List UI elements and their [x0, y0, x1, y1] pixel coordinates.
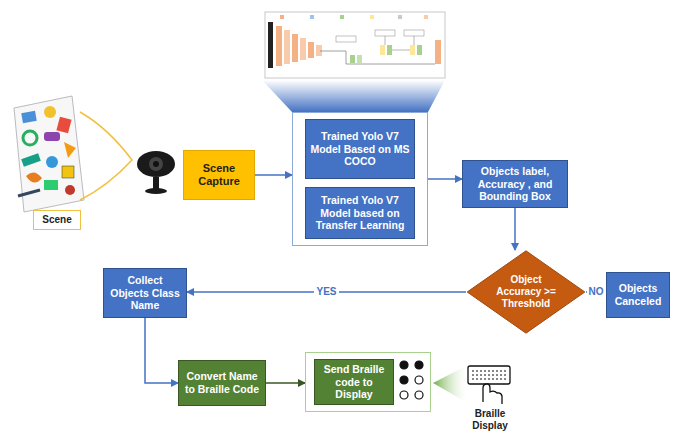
network-figure: [265, 12, 445, 78]
node-text: Send Braille code to Display: [315, 363, 393, 401]
node-text: Trained Yolo V7 Model based on Transfer …: [306, 194, 414, 232]
flow-arrow: [266, 382, 305, 384]
send-box: Send Braille code to Display: [314, 359, 394, 405]
display-frame: Send Braille code to Display: [305, 352, 431, 412]
webcam-icon: [137, 151, 175, 194]
node-text: Objects label, Accuracy , and Bounding B…: [463, 165, 567, 203]
node-text: Convert Name to Braille Code: [179, 370, 265, 395]
model-group: Trained Yolo V7 Model Based on MS COCO Tr…: [292, 112, 428, 246]
process-box: Trained Yolo V7 Model Based on MS COCO: [305, 119, 415, 179]
process-box: Trained Yolo V7 Model based on Transfer …: [305, 187, 415, 239]
decision-diamond: Object Accuracy >= Threshold: [466, 250, 586, 334]
icon-caption: Braille Display: [462, 408, 518, 432]
view-cone: [80, 112, 132, 200]
scene-picture: [14, 96, 84, 212]
flow-arrow: [255, 174, 292, 176]
flow-arrow: [145, 318, 178, 383]
flow-arrow: [514, 208, 516, 250]
edge-label: NO: [587, 286, 606, 298]
process-box: Collect Objects Class Name: [103, 268, 187, 318]
node-text: Collect Objects Class Name: [104, 274, 186, 312]
capture-box: Scene Capture: [183, 150, 255, 200]
node-text: Scene: [38, 214, 75, 226]
signal-beam: [433, 366, 466, 402]
node-text: Scene Capture: [184, 162, 254, 188]
node-text: Objects Canceled: [607, 282, 669, 307]
node-text: Trained Yolo V7 Model Based on MS COCO: [306, 130, 414, 168]
process-box: Objects label, Accuracy , and Bounding B…: [462, 160, 568, 208]
projection-beam: [262, 80, 445, 112]
convert-box: Convert Name to Braille Code: [178, 360, 266, 406]
scene-label-box: Scene: [33, 210, 81, 230]
node-text: Object Accuracy >= Threshold: [490, 274, 562, 310]
braille-dots: [400, 361, 423, 399]
process-box: Objects Canceled: [606, 272, 670, 318]
edge-label: YES: [314, 286, 338, 298]
braille-display-icon: [468, 366, 510, 404]
flow-arrow: [428, 178, 462, 180]
